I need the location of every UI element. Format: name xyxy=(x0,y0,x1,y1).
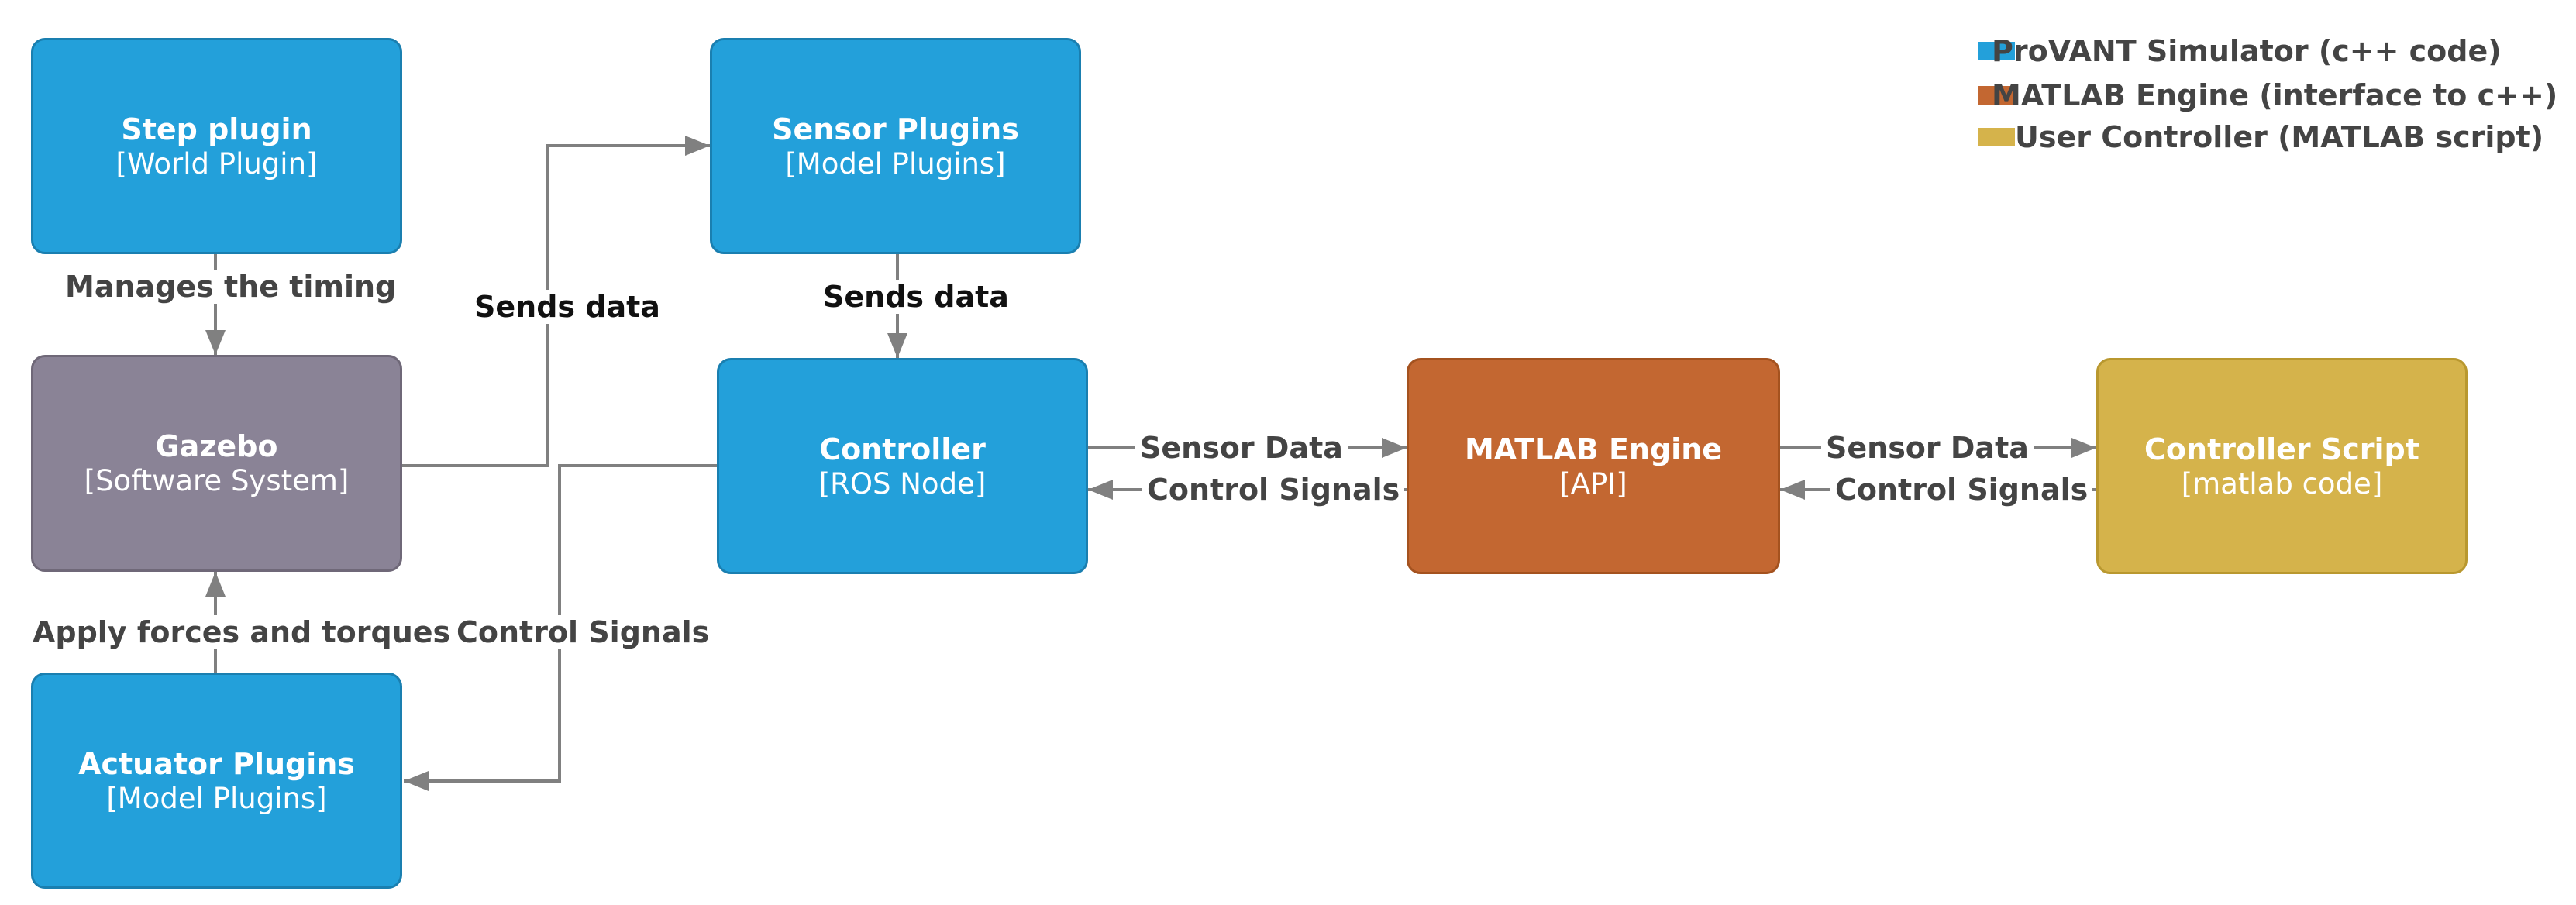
edge-label-sensor-data-engine: Sensor Data xyxy=(1135,431,1348,465)
edge-label-sends-data-gazebo: Sends data xyxy=(470,290,665,324)
edge-label-control-signals-engine: Control Signals xyxy=(1830,473,2093,507)
legend-swatch xyxy=(1978,86,2015,105)
node-controller-script: Controller Script [matlab code] xyxy=(2096,358,2468,574)
legend-item-provant: ProVANT Simulator (c++ code) xyxy=(1978,34,2502,68)
node-title: MATLAB Engine xyxy=(1464,432,1723,466)
edge-label-apply-forces: Apply forces and torques xyxy=(28,615,456,649)
node-title: Controller Script xyxy=(2144,432,2419,466)
edge-label-manages-timing: Manages the timing xyxy=(60,270,401,304)
node-matlab-engine: MATLAB Engine [API] xyxy=(1407,358,1780,574)
edge-label-control-signals-controller: Control Signals xyxy=(1142,473,1405,507)
node-subtitle: [Model Plugins] xyxy=(106,781,327,815)
node-controller: Controller [ROS Node] xyxy=(717,358,1088,574)
node-title: Actuator Plugins xyxy=(78,746,355,781)
node-subtitle: [Model Plugins] xyxy=(785,146,1006,181)
node-subtitle: [matlab code] xyxy=(2181,466,2383,501)
node-sensor-plugins: Sensor Plugins [Model Plugins] xyxy=(710,38,1081,254)
legend-swatch xyxy=(1978,128,2015,146)
node-title: Gazebo xyxy=(155,429,278,463)
legend-swatch xyxy=(1978,42,2015,60)
node-step-plugin: Step plugin [World Plugin] xyxy=(31,38,402,254)
legend-item-user-controller: User Controller (MATLAB script) xyxy=(1978,120,2543,154)
node-subtitle: [ROS Node] xyxy=(818,466,987,501)
node-subtitle: [World Plugin] xyxy=(115,146,318,181)
edge-label-sensor-data-script: Sensor Data xyxy=(1821,431,2034,465)
legend-label: ProVANT Simulator (c++ code) xyxy=(1992,34,2502,68)
node-gazebo: Gazebo [Software System] xyxy=(31,355,402,572)
legend-label: User Controller (MATLAB script) xyxy=(2015,120,2544,154)
node-title: Step plugin xyxy=(121,112,312,146)
node-title: Controller xyxy=(819,432,986,466)
node-actuator-plugins: Actuator Plugins [Model Plugins] xyxy=(31,673,402,889)
node-title: Sensor Plugins xyxy=(772,112,1019,146)
legend-label: MATLAB Engine (interface to c++) xyxy=(1992,78,2558,112)
edge-label-sends-data-sensor: Sends data xyxy=(818,280,1014,314)
edge-label-control-signals-actuator: Control Signals xyxy=(452,615,715,649)
node-subtitle: [Software System] xyxy=(84,464,350,497)
legend-item-matlab-engine: MATLAB Engine (interface to c++) xyxy=(1978,78,2557,112)
node-subtitle: [API] xyxy=(1559,466,1627,501)
